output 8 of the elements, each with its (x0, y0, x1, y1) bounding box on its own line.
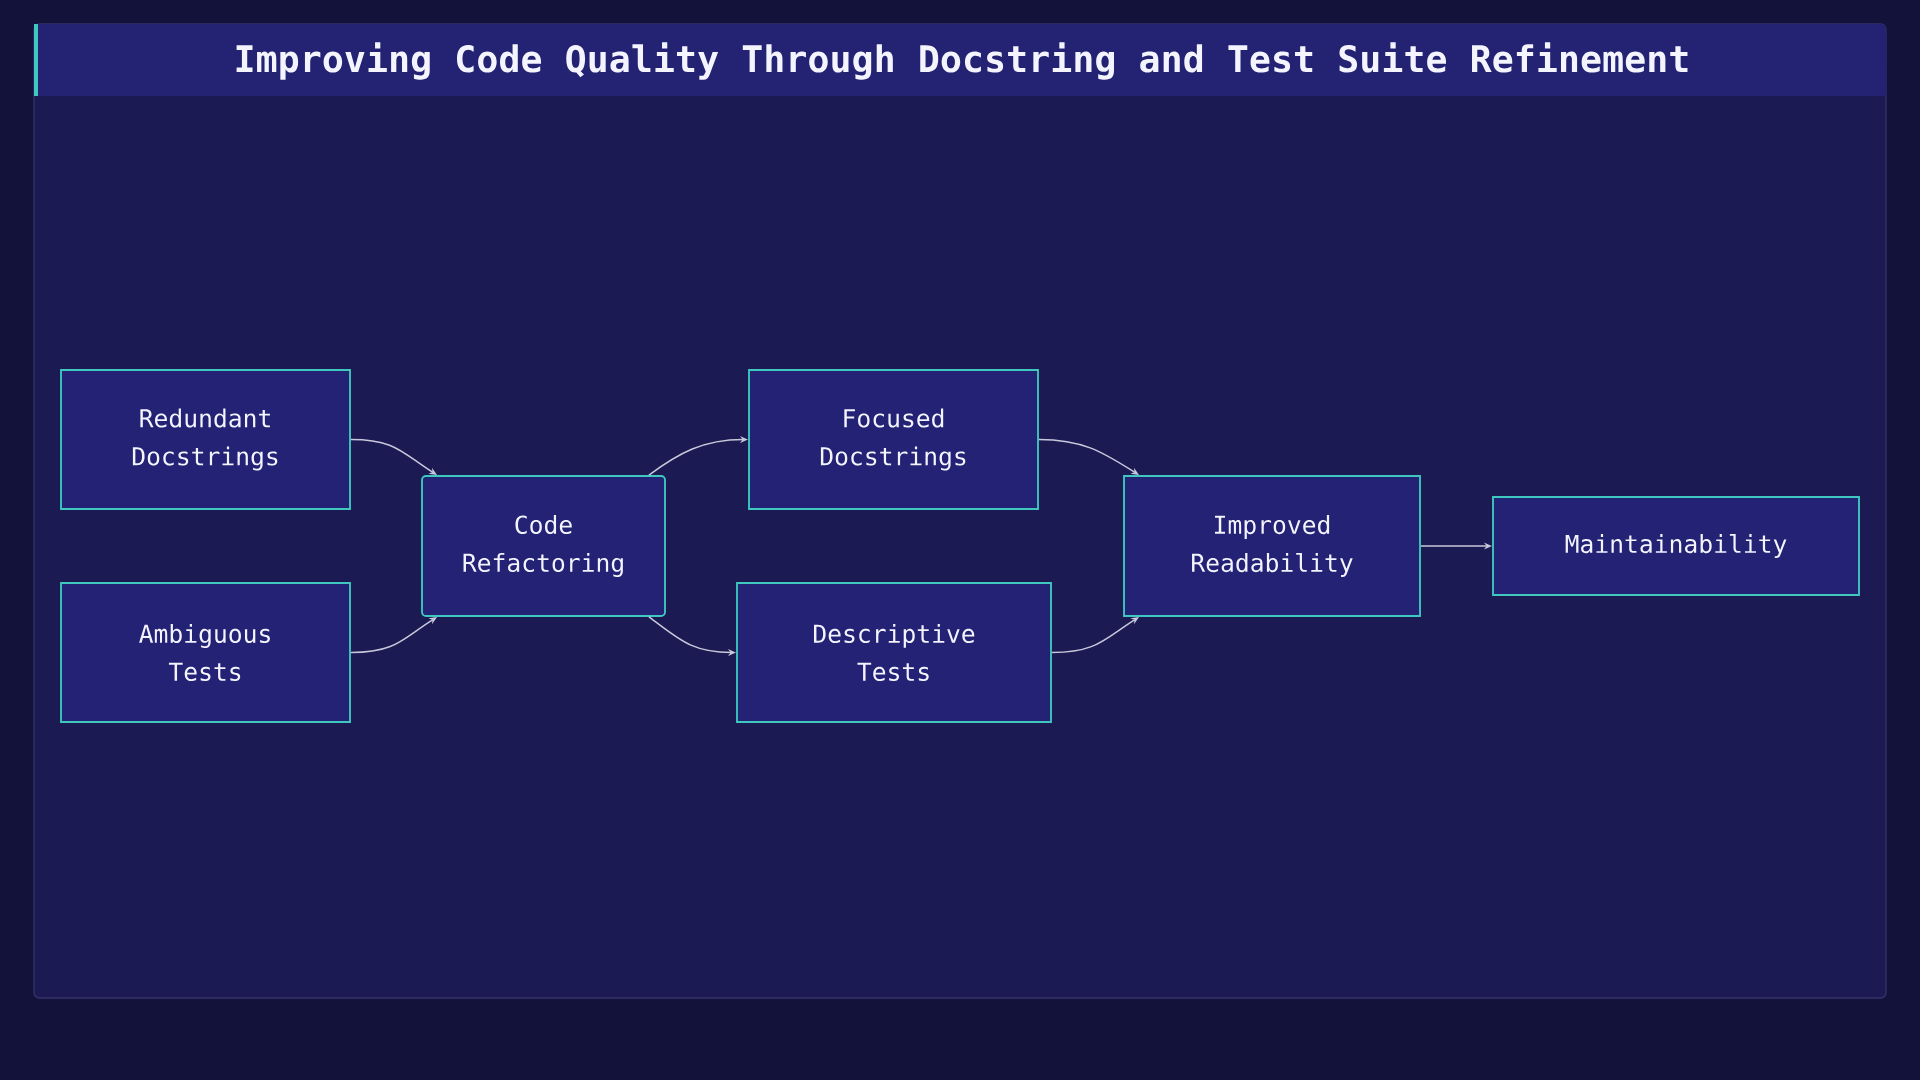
process-box: Improved Readability (1123, 475, 1421, 617)
title-bar: Improving Code Quality Through Docstring and Test Suite Refinement (34, 24, 1886, 96)
process-box: Redundant Docstrings (60, 369, 351, 510)
process-box: Ambiguous Tests (60, 582, 351, 723)
process-box: Descriptive Tests (736, 582, 1052, 723)
process-box: Focused Docstrings (748, 369, 1039, 510)
process-box: Code Refactoring (421, 475, 666, 617)
process-box: Maintainability (1492, 496, 1860, 596)
